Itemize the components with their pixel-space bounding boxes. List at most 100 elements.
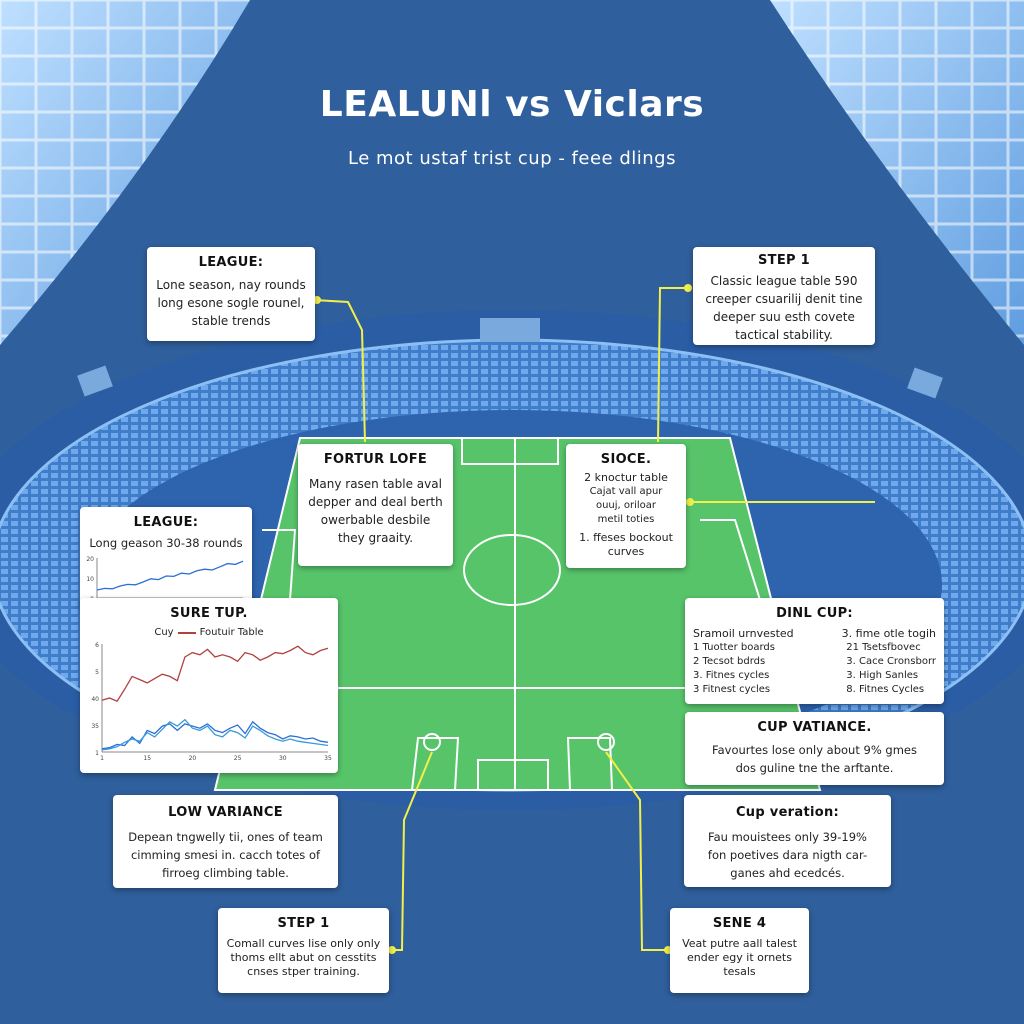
y-tick-label: 35 [91, 723, 99, 730]
card-line: Comall curves lise only only [226, 937, 381, 950]
legend-line-icon [177, 631, 196, 634]
card-line: Classic league table 590 [710, 274, 858, 288]
card-heading: LEAGUE: [133, 515, 199, 530]
card-heading: STEP 1 [277, 916, 330, 931]
series-line [101, 718, 329, 751]
list-item: 2 Tecsot bdrds [693, 656, 766, 667]
list-item: 3. High Sanles [846, 670, 919, 681]
card-sene4: SENE 4 Veat putre aall talest ender egy … [670, 908, 809, 993]
card-step1-bottom: STEP 1 Comall curves lise only only thom… [218, 908, 389, 993]
connector-step1-top [657, 287, 690, 443]
y-tick-label: 1 [95, 750, 99, 757]
card-league-chart: LEAGUE: Long geason 30-38 rounds 20100 [80, 507, 252, 607]
list-item: 21 Tsetsfbovec [846, 642, 921, 653]
card-line: fon poetives dara nigth car- [707, 848, 868, 862]
card-dinl-cup: DINL CUP: Sramoil urnvested 3. fime otle… [685, 598, 944, 704]
card-line: Fau mouistees only 39-19% [708, 830, 867, 844]
card-line: tesals [723, 965, 756, 978]
list-item: 3. Cace Cronsborr [846, 656, 936, 667]
card-heading: LOW VARIANCE [168, 805, 283, 820]
page-title: LEALUNl vs Viclars [319, 84, 705, 125]
card-line: Favourtes lose only about 9% gmes [712, 743, 917, 757]
card-line: cnses stper training. [247, 965, 360, 978]
card-line: long esone sogle rounel, [157, 296, 305, 310]
roof-left [0, 0, 250, 345]
card-heading: Cup veration: [735, 805, 840, 820]
card-cup-variance: CUP VATIANCE. Favourtes lose only about … [685, 712, 944, 785]
card-heading: SURE TUP. [170, 606, 248, 621]
card-line: thoms ellt abut on cesstits [230, 951, 377, 964]
card-line: 1. ffeses bockout [579, 531, 673, 544]
x-tick-label: 25 [234, 755, 242, 762]
list-item: 3 Fitnest cycles [693, 684, 771, 695]
card-line: ganes ahd ecedcés. [730, 866, 845, 880]
dinl-list: 1 Tuotter boards 2 Tecsot bdrds 3. Fitne… [691, 641, 938, 697]
y-tick-label: 20 [86, 556, 94, 563]
card-heading: STEP 1 [757, 253, 810, 268]
card-line: cimming smesi in. cacch totes of [130, 848, 321, 862]
page-subtitle: Le mot ustaf trist cup - feee dlings [348, 148, 676, 169]
legend-cup: Cuy [154, 627, 174, 638]
x-tick-label: 15 [143, 755, 151, 762]
card-line: dos guline tne the arftante. [735, 761, 894, 775]
card-low-variance: LOW VARIANCE Depean tngwelly tii, ones o… [113, 795, 338, 888]
card-line: owerbable desbile [320, 513, 431, 527]
series-line-cuy [101, 720, 329, 750]
connector-league-top [313, 299, 366, 443]
card-line: Cajat vall apur [589, 486, 663, 497]
y-tick-label: 10 [86, 576, 94, 583]
card-step1-top: STEP 1 Classic league table 590 creeper … [693, 247, 875, 345]
dinl-header-row: Sramoil urnvested 3. fime otle togih [691, 627, 938, 641]
x-tick-label: 1 [100, 755, 104, 762]
x-tick-label: 20 [189, 755, 197, 762]
y-tick-label: 5 [95, 669, 99, 676]
list-item: 1 Tuotter boards [693, 642, 775, 653]
connector-lines [313, 284, 875, 954]
card-line: Sramoil urnvested [693, 627, 794, 640]
card-line: Veat putre aall talest [682, 937, 797, 950]
y-tick-label: 6 [95, 642, 99, 649]
legend-table: Foutuir Table [199, 627, 264, 638]
card-heading: SENE 4 [712, 916, 767, 931]
card-line: creeper csuarilij denit tine [705, 292, 863, 306]
x-tick-label: 35 [324, 755, 332, 762]
card-fortur-lofe: FORTUR LOFE Many rasen table aval depper… [298, 444, 453, 566]
card-heading: FORTUR LOFE [323, 452, 428, 467]
card-line: 3. fime otle togih [841, 627, 936, 640]
card-heading: DINL CUP: [776, 606, 853, 621]
chart-legend: Cuy Foutuir Table [84, 627, 334, 638]
card-line: stable trends [191, 314, 271, 328]
card-line: Long geason 30-38 rounds [89, 536, 243, 550]
card-sioce: SIOCE. 2 knoctur table Cajat vall apur o… [566, 444, 686, 568]
dinl-left-list: 1 Tuotter boards 2 Tecsot bdrds 3. Fitne… [693, 641, 775, 697]
card-line: Depean tngwelly tii, ones of team [128, 830, 323, 844]
card-cup-veration: Cup veration: Fau mouistees only 39-19% … [684, 795, 891, 887]
card-line: deeper suu esth covete [713, 310, 855, 324]
card-line: 2 knoctur table [584, 471, 668, 484]
card-line: they graaity. [337, 531, 414, 545]
x-tick-label: 30 [279, 755, 287, 762]
sure-tup-line-chart: 6 5 40 35 11 15 20 25 30 35 [91, 642, 332, 762]
card-line: depper and deal berth [308, 495, 443, 509]
card-heading: CUP VATIANCE. [757, 720, 872, 735]
series-line-foutuir-table [101, 645, 329, 703]
roof-right [770, 0, 1024, 345]
card-line: ouuj, oriloar [595, 500, 657, 511]
card-line: curves [607, 545, 645, 558]
card-heading: SIOCE. [600, 452, 652, 467]
card-line: Lone season, nay rounds [156, 278, 306, 292]
dinl-right-list: 21 Tsetsfbovec 3. Cace Cronsborr 3. High… [846, 641, 936, 697]
card-line: firroeg climbing table. [162, 866, 289, 880]
card-heading: LEAGUE: [198, 255, 264, 270]
card-line: metil toties [597, 514, 655, 525]
list-item: 3. Fitnes cycles [693, 670, 770, 681]
league-line-chart: 20100 [86, 556, 244, 602]
y-tick-label: 40 [91, 696, 99, 703]
card-line: ender egy it ornets [687, 951, 792, 964]
card-line: tactical stability. [735, 328, 833, 342]
series-line [96, 560, 244, 591]
list-item: 8. Fitnes Cycles [846, 684, 925, 695]
card-league-top: LEAGUE: Lone season, nay rounds long eso… [147, 247, 315, 341]
card-line: Many rasen table aval [309, 477, 442, 491]
